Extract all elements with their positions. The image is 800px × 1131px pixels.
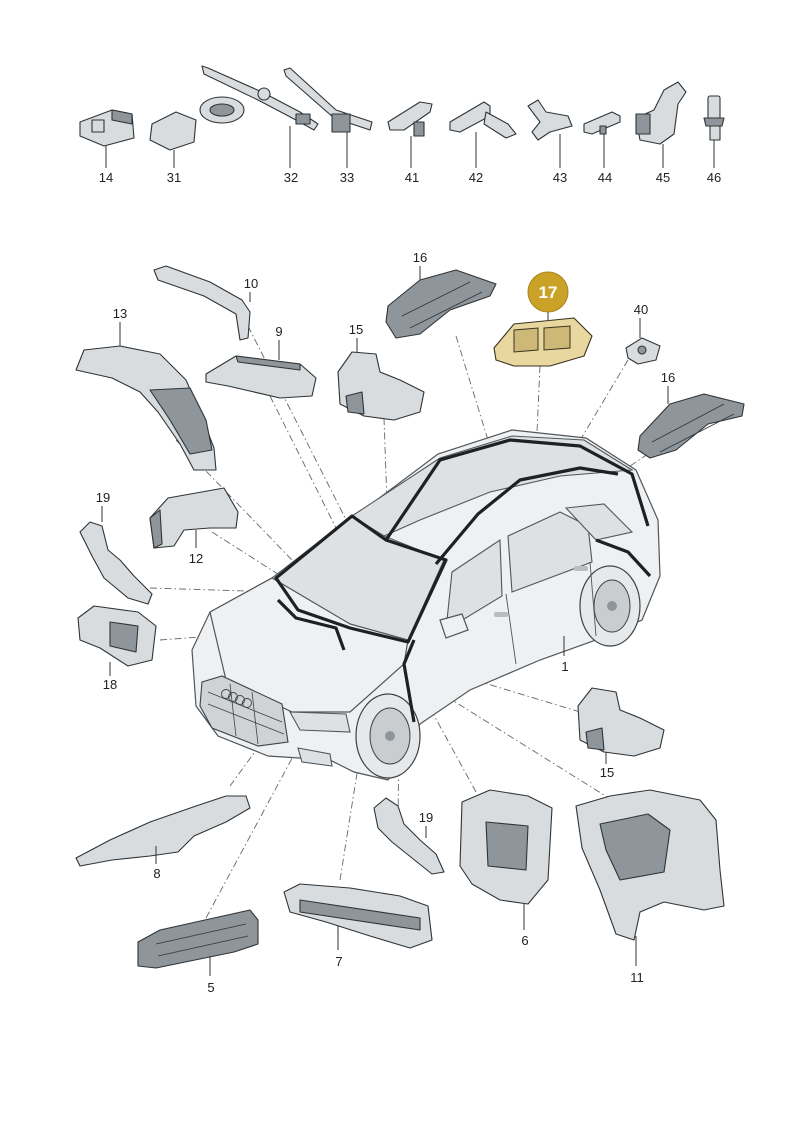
label-32: 32	[284, 170, 298, 185]
label-13: 13	[113, 306, 127, 321]
label-16-top: 16	[413, 250, 427, 265]
part-43[interactable]	[527, 99, 573, 168]
label-14: 14	[99, 170, 113, 185]
part-44[interactable]	[583, 111, 621, 168]
part-15-top[interactable]	[337, 338, 425, 421]
label-5: 5	[207, 980, 214, 995]
part-45[interactable]	[635, 81, 687, 168]
label-11: 11	[630, 970, 644, 985]
label-9: 9	[275, 324, 282, 339]
part-16-top[interactable]	[385, 266, 497, 339]
part-19-center[interactable]	[373, 797, 445, 875]
part-6[interactable]	[459, 789, 553, 930]
label-19-center: 19	[419, 810, 433, 825]
part-5[interactable]	[137, 909, 259, 976]
part-7[interactable]	[283, 883, 433, 950]
label-41: 41	[405, 170, 419, 185]
part-42[interactable]	[449, 101, 517, 168]
part-8[interactable]	[75, 795, 251, 867]
seals	[274, 438, 652, 723]
label-1: 1	[561, 659, 568, 674]
label-45: 45	[656, 170, 670, 185]
part-10[interactable]	[153, 265, 251, 341]
label-44: 44	[598, 170, 612, 185]
part-33[interactable]	[283, 67, 373, 168]
part-18[interactable]	[77, 605, 157, 676]
part-13[interactable]	[75, 322, 217, 471]
label-8: 8	[153, 866, 160, 881]
label-43: 43	[553, 170, 567, 185]
part-19-left[interactable]	[79, 506, 153, 605]
label-46: 46	[707, 170, 721, 185]
part-12[interactable]	[149, 487, 239, 549]
label-7: 7	[335, 954, 342, 969]
label-18: 18	[103, 677, 117, 692]
label-33: 33	[340, 170, 354, 185]
part-9[interactable]	[205, 340, 317, 399]
label-19-left: 19	[96, 490, 110, 505]
label-15-right: 15	[600, 765, 614, 780]
label-31: 31	[167, 170, 181, 185]
label-6: 6	[521, 933, 528, 948]
part-32[interactable]	[201, 65, 319, 168]
label-17: 17	[539, 283, 558, 302]
label-40: 40	[634, 302, 648, 317]
part-46[interactable]	[703, 95, 725, 168]
label-42: 42	[469, 170, 483, 185]
label-12: 12	[189, 551, 203, 566]
part-40[interactable]	[625, 318, 661, 365]
label-16-right: 16	[661, 370, 675, 385]
label-10: 10	[244, 276, 258, 291]
part-14[interactable]	[79, 109, 135, 168]
part-31[interactable]	[149, 96, 245, 168]
part-17-highlighted[interactable]	[493, 271, 593, 367]
part-16-right[interactable]	[637, 386, 745, 459]
part-41[interactable]	[387, 101, 433, 168]
part-11[interactable]	[575, 789, 725, 966]
part-15-right[interactable]	[577, 687, 665, 764]
label-15-top: 15	[349, 322, 363, 337]
